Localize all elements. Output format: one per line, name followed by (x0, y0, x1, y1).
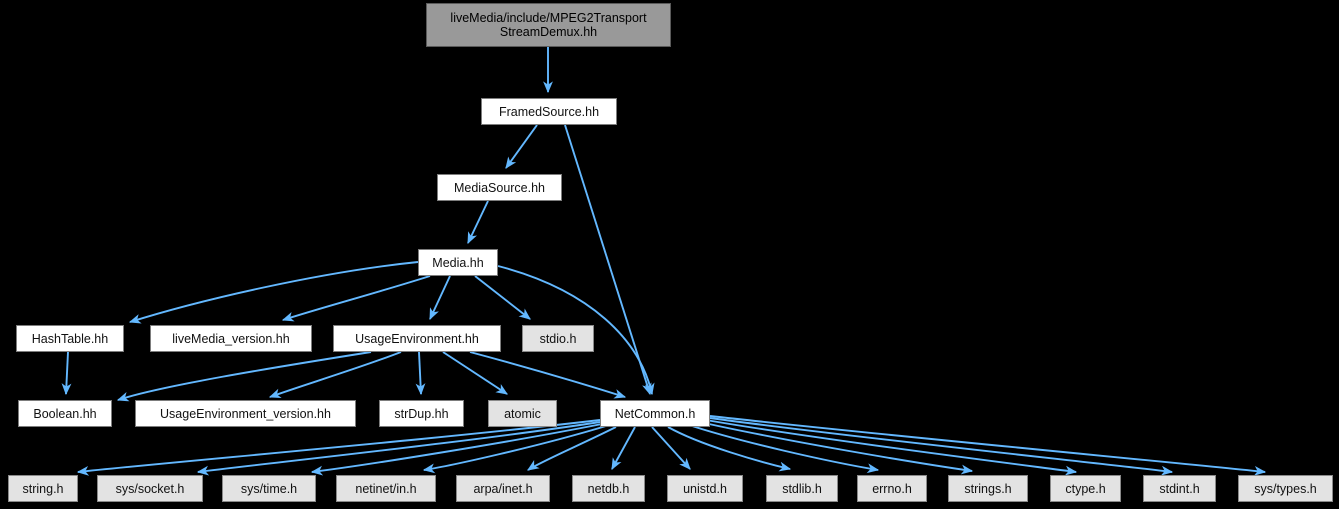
graph-node-syssocket[interactable]: sys/socket.h (97, 475, 203, 502)
graph-edge-media-to-hashtable (128, 261, 419, 324)
graph-node-errno[interactable]: errno.h (857, 475, 927, 502)
graph-edge-media-to-usageenv (429, 275, 451, 321)
graph-node-lmversion[interactable]: liveMedia_version.hh (150, 325, 312, 352)
graph-edge-netcommon-to-syssocket (196, 421, 601, 476)
graph-edge-netcommon-to-unistd (651, 426, 691, 470)
graph-edge-usageenv-to-strdup (415, 351, 426, 396)
graph-edge-usageenv-to-ueversion (268, 351, 402, 398)
graph-node-netdb[interactable]: netdb.h (572, 475, 645, 502)
graph-edge-netcommon-to-strings (699, 421, 974, 475)
graph-node-systypes[interactable]: sys/types.h (1238, 475, 1333, 502)
graph-edge-mediasource-to-media (467, 200, 489, 245)
graph-edge-hashtable-to-boolean (61, 351, 72, 396)
graph-node-systime[interactable]: sys/time.h (222, 475, 316, 502)
graph-edge-netcommon-to-arpainet (527, 426, 617, 471)
graph-edge-usageenv-to-netcommon (469, 351, 627, 399)
graph-edge-framedsource-to-mediasource (505, 124, 538, 169)
graph-edge-netcommon-to-systime (310, 423, 603, 476)
graph-node-root[interactable]: liveMedia/include/MPEG2Transport StreamD… (426, 3, 671, 47)
graph-node-stringh[interactable]: string.h (8, 475, 78, 502)
graph-node-media[interactable]: Media.hh (418, 249, 498, 276)
graph-edge-media-to-lmversion (281, 275, 431, 322)
graph-node-framedsource[interactable]: FramedSource.hh (481, 98, 617, 125)
graph-node-atomic[interactable]: atomic (488, 400, 557, 427)
graph-node-ueversion[interactable]: UsageEnvironment_version.hh (135, 400, 356, 427)
graph-node-boolean[interactable]: Boolean.hh (18, 400, 112, 427)
graph-node-hashtable[interactable]: HashTable.hh (16, 325, 124, 352)
graph-node-mediasource[interactable]: MediaSource.hh (437, 174, 562, 201)
graph-edge-netcommon-to-netdb (611, 426, 636, 470)
graph-node-ctype[interactable]: ctype.h (1050, 475, 1121, 502)
graph-node-stdlib[interactable]: stdlib.h (766, 475, 838, 502)
graph-edge-usageenv-to-boolean (116, 351, 372, 402)
graph-node-netinetin[interactable]: netinet/in.h (336, 475, 436, 502)
graph-edge-netcommon-to-stdlib (667, 426, 792, 472)
graph-node-strdup[interactable]: strDup.hh (379, 400, 464, 427)
graph-edge-netcommon-to-errno (685, 423, 880, 474)
graph-edge-netcommon-to-stdint (709, 417, 1174, 476)
graph-node-usageenv[interactable]: UsageEnvironment.hh (333, 325, 501, 352)
graph-edge-netcommon-to-stringh (76, 419, 601, 476)
graph-edge-netcommon-to-ctype (705, 419, 1078, 476)
graph-edge-netcommon-to-systypes (709, 415, 1267, 476)
graph-edge-usageenv-to-atomic (442, 351, 508, 395)
graph-node-arpainet[interactable]: arpa/inet.h (456, 475, 550, 502)
graph-edge-netcommon-to-netinetin (422, 425, 607, 474)
graph-edge-framedsource-to-netcommon (564, 124, 652, 396)
graph-node-strings[interactable]: strings.h (948, 475, 1028, 502)
graph-edge-media-to-stdio (474, 275, 531, 320)
graph-node-unistd[interactable]: unistd.h (667, 475, 743, 502)
graph-node-stdio[interactable]: stdio.h (522, 325, 594, 352)
graph-node-netcommon[interactable]: NetCommon.h (600, 400, 710, 427)
graph-node-stdint[interactable]: stdint.h (1143, 475, 1216, 502)
